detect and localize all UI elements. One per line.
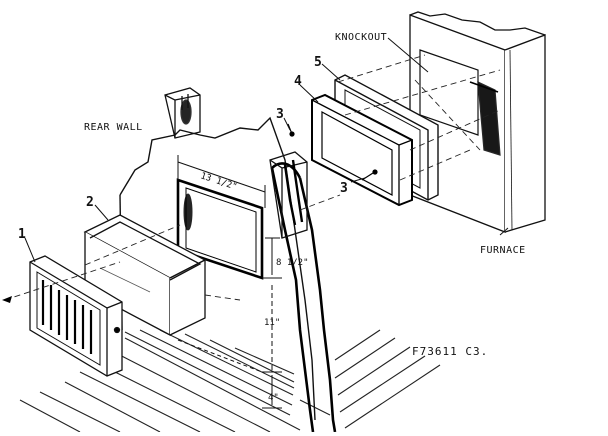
part-number-3-lower: 3 [340, 181, 348, 196]
part-2-duct-boot [83, 214, 207, 337]
dimension-height: 8 1/2" [276, 258, 309, 268]
part-3-screw-left [287, 123, 295, 137]
part-number-5: 5 [314, 55, 322, 70]
wall-stud-left [164, 87, 201, 139]
part-1-register-grille [29, 255, 123, 377]
dimension-bottom-gap: 4" [268, 393, 279, 403]
leader-lines [24, 37, 509, 263]
dimension-lines [177, 155, 282, 409]
part-number-1: 1 [18, 227, 26, 242]
wall-stud-right [269, 151, 308, 239]
rear-wall-label: REAR WALL [84, 122, 143, 133]
part-number-2: 2 [86, 195, 94, 210]
dimension-mid-gap: 11" [264, 318, 280, 328]
knockout-label: KNOCKOUT [335, 32, 387, 43]
left-direction-arrow [2, 296, 12, 303]
alignment-lines [4, 54, 501, 301]
part-number-4: 4 [294, 74, 302, 89]
furnace-label: FURNACE [480, 245, 526, 256]
part-number-3-upper: 3 [276, 107, 284, 122]
wall-section-edge [270, 162, 337, 433]
figure-code: F73611 C3. [412, 345, 488, 358]
part-4-adapter-frame [311, 93, 413, 207]
knockout-panel [419, 49, 501, 156]
